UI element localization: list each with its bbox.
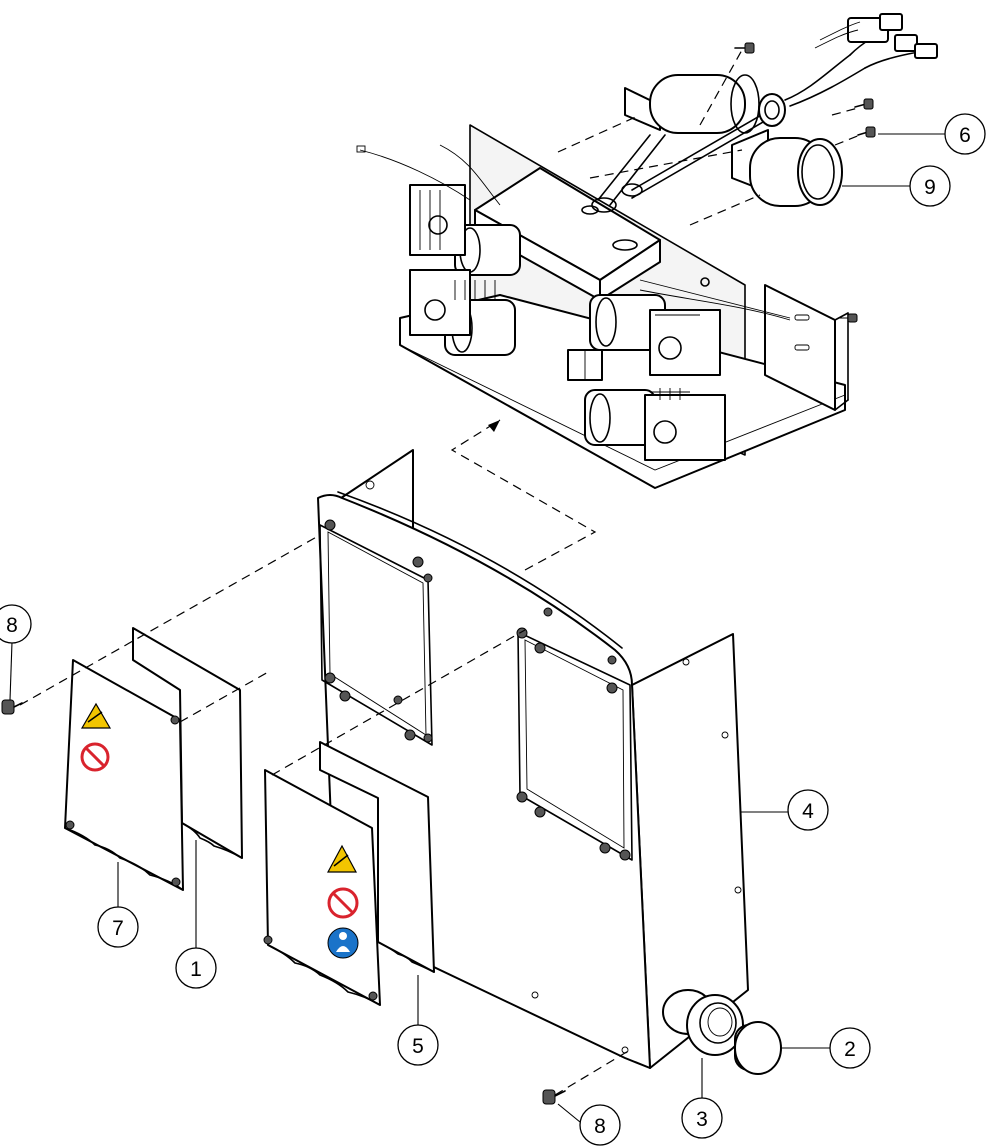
svg-text:3: 3	[696, 1108, 708, 1131]
assembly-arrow	[450, 419, 597, 571]
svg-text:6: 6	[959, 124, 971, 147]
end-cap	[734, 1021, 782, 1075]
svg-text:9: 9	[924, 176, 936, 199]
svg-text:4: 4	[802, 800, 814, 823]
svg-text:8: 8	[6, 614, 18, 637]
svg-text:1: 1	[190, 958, 202, 981]
ballast-coil-left-bottom	[409, 269, 516, 356]
ballast-coil-right-bottom	[584, 388, 726, 461]
mandatory-action-icon	[327, 927, 359, 959]
cable-gland	[758, 93, 786, 127]
retaining-ring	[686, 994, 744, 1056]
callout-7: 7	[97, 862, 139, 948]
hex-bolt-icon	[857, 126, 876, 138]
hex-bolt-icon	[1, 699, 23, 715]
svg-text:7: 7	[112, 917, 124, 940]
callout-8-bottom: 8	[557, 1103, 621, 1146]
prohibition-icon	[327, 887, 359, 919]
callout-5: 5	[397, 975, 439, 1066]
ballast-coil-right-top	[589, 294, 721, 376]
label-panel-front	[263, 769, 381, 1006]
igniter-cup	[731, 129, 843, 207]
callout-4: 4	[740, 789, 829, 831]
hex-bolt-icon	[734, 42, 755, 54]
callout-6: 6	[878, 113, 986, 155]
svg-text:5: 5	[412, 1035, 424, 1058]
main-housing	[317, 449, 782, 1075]
warning-triangle-icon	[326, 844, 358, 873]
prohibition-icon	[80, 742, 110, 772]
callout-3: 3	[681, 1058, 723, 1139]
ballast-coil-left-top	[409, 184, 521, 276]
hex-bolt-icon	[542, 1089, 566, 1105]
callout-1: 1	[175, 840, 217, 989]
warning-triangle-icon	[80, 702, 112, 729]
callout-9: 9	[842, 165, 951, 207]
callout-8-left: 8	[0, 604, 32, 701]
hex-bolt-icon	[854, 98, 874, 110]
svg-text:2: 2	[844, 1038, 856, 1061]
chassis-subassembly	[356, 13, 938, 489]
callout-2: 2	[780, 1027, 871, 1069]
label-panel-7	[64, 659, 184, 891]
svg-text:8: 8	[594, 1115, 606, 1138]
